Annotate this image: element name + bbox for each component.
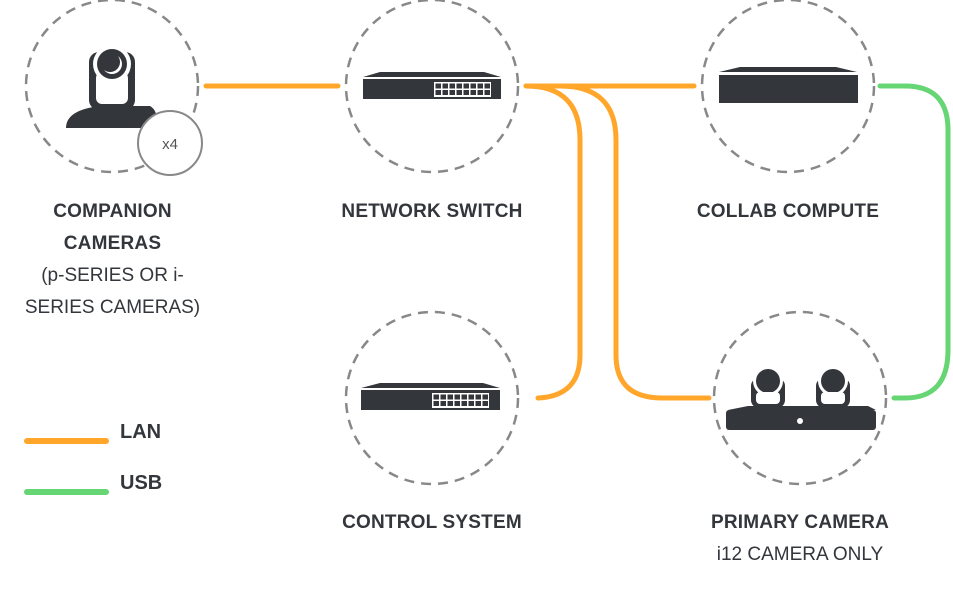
companion-cameras-label: COMPANION CAMERAS (p-SERIES OR i- SERIES… [0, 196, 225, 324]
collab-compute-node-circle [700, 0, 876, 174]
switch-port [456, 83, 462, 89]
collab-compute-label: COLLAB COMPUTE [668, 196, 908, 228]
switch-port [468, 394, 474, 400]
switch-port [463, 83, 469, 89]
svg-text:x4: x4 [162, 136, 178, 153]
network-switch-title: NETWORK SWITCH [341, 201, 523, 222]
switch-port [454, 401, 460, 406]
switch-port [433, 401, 439, 406]
switch-port [447, 401, 453, 406]
lan-link-switch-to-primary-camera [557, 83, 712, 401]
switch-port [477, 83, 483, 89]
control-system-title: CONTROL SYSTEM [342, 512, 522, 533]
switch-port [470, 90, 476, 95]
usb-link-compute-to-primary-camera [877, 83, 951, 401]
switch-port [454, 394, 460, 400]
switch-port [433, 394, 439, 400]
compute-box-icon [719, 67, 858, 103]
companion-cameras-title-2: CAMERAS [63, 233, 162, 254]
companion-cameras-title-1: COMPANION [53, 201, 172, 222]
switch-port [482, 394, 488, 400]
network-switch-label: NETWORK SWITCH [312, 196, 552, 228]
switch-port [468, 401, 474, 406]
switch-port [461, 394, 467, 400]
legend-usb-label: USB [120, 472, 163, 494]
switch-port [477, 90, 483, 95]
switch-port [435, 90, 441, 95]
port-panel [434, 82, 491, 97]
companion-cameras-subtitle-2: SERIES CAMERAS) [24, 297, 201, 318]
ptz-camera-icon [66, 45, 158, 128]
primary-camera-label: PRIMARY CAMERA i12 CAMERA ONLY [680, 507, 920, 571]
switch-port [440, 401, 446, 406]
primary-camera-subtitle: i12 CAMERA ONLY [716, 544, 884, 565]
switch-port [470, 83, 476, 89]
switch-port [461, 401, 467, 406]
switch-port [482, 401, 488, 406]
switch-port [484, 83, 490, 89]
switch-port [475, 401, 481, 406]
dual-camera-bar-icon [726, 366, 876, 430]
network-switch-node-circle [344, 0, 520, 174]
collab-compute-title: COLLAB COMPUTE [696, 201, 880, 222]
switch-port [449, 90, 455, 95]
control-system-node-circle [344, 310, 520, 486]
switch-port [456, 90, 462, 95]
switch-port [440, 394, 446, 400]
switch-port [447, 394, 453, 400]
legend-lan-label: LAN [120, 421, 162, 443]
lan-link-switch-to-control [523, 83, 583, 401]
switch-port [484, 90, 490, 95]
control-system-label: CONTROL SYSTEM [312, 507, 552, 539]
switch-port [475, 394, 481, 400]
switch-port [442, 90, 448, 95]
port-panel [432, 393, 489, 408]
switch-port [449, 83, 455, 89]
primary-camera-title: PRIMARY CAMERA [710, 512, 890, 533]
network-switch-icon [363, 72, 501, 99]
control-system-switch-icon [361, 383, 500, 410]
switch-port [435, 83, 441, 89]
quantity-badge: x4 [137, 110, 203, 176]
switch-port [442, 83, 448, 89]
companion-cameras-subtitle-1: (p-SERIES OR i- [41, 265, 184, 286]
switch-port [463, 90, 469, 95]
companion-camera-node-circle [24, 0, 200, 174]
primary-camera-node-circle [712, 310, 888, 486]
